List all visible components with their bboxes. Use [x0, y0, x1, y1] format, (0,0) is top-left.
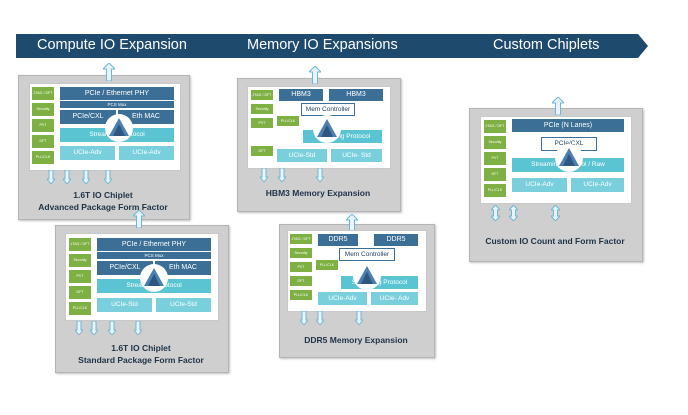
side-block-jtag: JTAG / DFT — [69, 238, 91, 251]
side-block-jtag: JTAG / DFT — [290, 234, 312, 244]
down-arrow-icon — [316, 168, 324, 182]
side-block-jtag: JTAG / DFT — [484, 120, 506, 133]
eth-mac-block: Eth MAC — [118, 110, 174, 124]
down-arrow-icon — [75, 321, 83, 335]
custom-chiplet-caption: Custom IO Count and Form Factor — [485, 236, 625, 246]
banner-custom-label: Custom Chiplets — [493, 37, 600, 53]
eth-mac-block: Eth MAC — [155, 261, 211, 275]
banner-compute-label: Compute IO Expansion — [37, 37, 187, 53]
section-banner: Compute IO Expansion Memory IO Expansion… — [16, 34, 648, 58]
chiplet-advanced-caption-line2: Advanced Package Form Factor — [38, 202, 168, 212]
up-arrow-icon — [552, 97, 564, 115]
chiplet-advanced-caption-line1: 1.6T IO Chiplet — [73, 190, 133, 200]
ucie-adv-right-block: UCIe-Adv — [119, 146, 174, 160]
down-arrow-icon — [278, 168, 286, 182]
side-block-dft: DFT — [69, 286, 91, 299]
ucie-std-left-block: UCIe-Std — [277, 149, 327, 162]
down-arrow-icon — [316, 311, 324, 325]
phy-block: PCIe / Ethernet PHY — [60, 87, 174, 100]
company-logo-icon — [353, 262, 381, 290]
ucie-std-left-block: UCIe-Std — [97, 298, 152, 312]
down-arrow-icon — [108, 321, 116, 335]
ucie-adv-right-block: UCIe- Adv — [371, 292, 418, 305]
ucie-adv-left-block: UCIe-Adv — [318, 292, 367, 305]
up-arrow-icon — [309, 66, 321, 84]
updown-arrow-icon — [551, 205, 560, 221]
side-block-security: Security — [484, 136, 506, 149]
mem-controller-block: Mem Controller — [339, 248, 395, 261]
down-arrow-icon — [90, 321, 98, 335]
side-block-dft: DFT — [32, 135, 54, 148]
banner-memory-label: Memory IO Expansions — [247, 37, 398, 53]
side-block-pll: PLL/CLK — [69, 302, 91, 315]
pcs-mux-block: PCS Mux — [60, 101, 174, 108]
down-arrow-icon — [355, 311, 363, 325]
pcs-mux-block: PCS Mux — [97, 252, 211, 259]
ucie-std-right-block: UCIe-Std — [156, 298, 211, 312]
side-block-dft: DFT — [484, 168, 506, 181]
ddr5-left-block: DDR5 — [318, 234, 358, 246]
ddr5-caption: DDR5 Memory Expansion — [304, 335, 408, 345]
side-block-security: Security — [69, 254, 91, 267]
down-arrow-icon — [260, 168, 268, 182]
pcie-n-lanes-block: PCIe (N Lanes) — [512, 119, 624, 132]
side-block-pll: PLL/CLK — [290, 290, 312, 300]
side-block-pll: PLL/CLK — [277, 116, 299, 126]
updown-arrow-icon — [509, 205, 518, 221]
side-block-dft: DFT — [290, 276, 312, 286]
company-logo-icon — [140, 264, 168, 292]
company-logo-icon — [105, 114, 133, 142]
side-block-pll: PLL/CLK — [316, 260, 338, 270]
ucie-adv-left-block: UCIe-Adv — [60, 146, 115, 160]
ddr5-right-block: DDR5 — [374, 234, 418, 246]
phy-block: PCIe / Ethernet PHY — [97, 238, 211, 251]
side-block-security: Security — [32, 103, 54, 116]
side-block-pvt: PVT — [32, 119, 54, 132]
down-arrow-icon — [63, 170, 71, 184]
side-block-security: Security — [290, 248, 312, 258]
up-arrow-icon — [103, 63, 115, 81]
down-arrow-icon — [47, 170, 55, 184]
chiplet-standard-caption-line1: 1.6T IO Chiplet — [111, 343, 171, 353]
side-block-pvt: PVT — [484, 152, 506, 165]
ucie-adv-left-block: UCIe-Adv — [512, 178, 567, 192]
down-arrow-icon — [104, 170, 112, 184]
side-block-pvt: PVT — [290, 262, 312, 272]
down-arrow-icon — [134, 321, 142, 335]
side-block-pvt: PVT — [69, 270, 91, 283]
hbm3-caption: HBM3 Memory Expansion — [265, 188, 371, 198]
up-arrow-icon — [133, 210, 145, 228]
hbm3-left-block: HBM3 — [279, 89, 323, 101]
updown-arrow-icon — [491, 205, 500, 221]
company-logo-icon — [555, 144, 583, 172]
chiplet-standard-caption-line2: Standard Package Form Factor — [78, 355, 204, 365]
side-block-pll: PLL/CLK — [32, 151, 54, 164]
down-arrow-icon — [82, 170, 90, 184]
side-block-jtag: JTAG / DFT — [32, 87, 54, 100]
pcie-cxl-block: PCIe/CXL — [60, 110, 116, 124]
side-block-security: Security — [251, 104, 273, 114]
side-block-dft: DFT — [251, 146, 273, 156]
side-block-pll: PLL/CLK — [484, 184, 506, 197]
hbm3-right-block: HBM3 — [329, 89, 383, 101]
ucie-std-right-block: UCIe- Std — [331, 149, 382, 162]
company-logo-icon — [313, 115, 341, 143]
banner-arrow-shape — [16, 34, 648, 58]
side-block-jtag: JTAG / DFT — [251, 90, 273, 100]
ucie-adv-right-block: UCIe-Adv — [571, 178, 624, 192]
down-arrow-icon — [300, 311, 308, 325]
pcie-cxl-block: PCIe/CXL — [97, 261, 153, 275]
side-block-pvt: PVT — [251, 118, 273, 128]
up-arrow-icon — [346, 214, 358, 232]
